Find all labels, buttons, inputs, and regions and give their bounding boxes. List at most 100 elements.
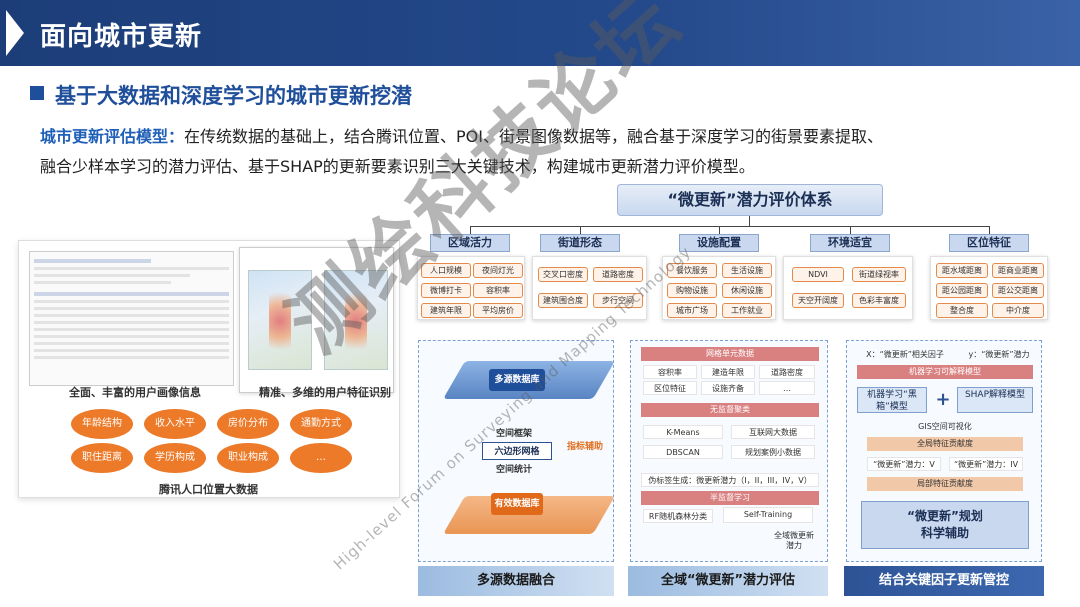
indicator-pill: 工作就业 [722,303,772,318]
semi-supervised-header: 半监督学习 [641,491,819,505]
system-title: “微更新”潜力评价体系 [617,184,883,216]
description-keyword: 城市更新评估模型： [40,127,185,146]
oval-tag: 收入水平 [144,409,206,439]
category-box: 餐饮服务 生活设施 购物设施 休闲设施 城市广场 工作就业 [662,256,776,320]
grid-cell: 容积率 [643,365,697,379]
planning-result-line1: “微更新”规划 [907,509,983,523]
indicator-pill: 城市广场 [667,303,717,318]
blackbox-model: 机器学习“黑箱”模型 [857,387,927,413]
description-line2: 融合少样本学习的潜力评估、基于SHAP的更新要素识别三大关键技术，构建城市更新潜… [40,157,755,176]
side-label: 指标辅助 [566,442,603,452]
feature-caption: 精准、多维的用户特征识别 [259,386,391,399]
potential-v: “微更新”潜力：V [867,457,941,471]
description: 城市更新评估模型：在传统数据的基础上，结合腾讯位置、POI、街景图像数据等，融合… [40,122,1050,182]
fusion-footer: 多源数据融合 [418,566,614,596]
indicator-pill: 生活设施 [722,263,772,278]
indicator-pill: 微博打卡 [421,283,471,298]
result-label: 全域微更新潜力 [774,531,814,550]
indicator-pill: 距水域距离 [936,263,988,278]
category-header: 街道形态 [540,234,620,252]
main-caption: 腾讯人口位置大数据 [159,483,258,496]
indicator-pill: 交叉口密度 [538,267,588,282]
indicator-pill: 建筑围合度 [538,293,588,308]
indicator-pill: 步行空间 [593,293,643,308]
fusion-panel: 多源数据库 空间框架 六边形网格 空间统计 指标辅助 有效数据库 [418,340,615,562]
potential-iv: “微更新”潜力：IV [949,457,1023,471]
hex-grid-box: 六边形网格 [482,442,552,460]
heat-map-image [324,270,388,370]
indicator-pill: 人口规模 [421,263,471,278]
shap-model: SHAP解释模型 [957,387,1033,413]
feature-map-screenshot [239,247,394,393]
gis-label: GIS空间可视化 [918,422,972,431]
category-header: 设施配置 [679,234,759,252]
database-top: 多源数据库 [489,369,545,391]
section-title: 基于大数据和深度学习的城市更新挖潜 [55,84,412,108]
profile-caption: 全面、丰富的用户画像信息 [69,386,201,399]
algo-cell: DBSCAN [643,445,723,459]
indicator-pill: 距商业距离 [992,263,1044,278]
indicator-pill: 天空开阔度 [792,293,844,308]
indicator-pill: 中介度 [992,303,1044,318]
grid-cell: 设施齐备 [701,381,755,395]
indicator-pill: NDVI [792,267,844,282]
page-title: 面向城市更新 [40,22,203,52]
self-training-cell: Self-Training [723,507,813,523]
oval-tag: 通勤方式 [290,409,352,439]
category-box: 人口规模 夜间灯光 微博打卡 容积率 建筑年限 平均房价 [417,256,525,320]
control-footer: 结合关键因子更新管控 [844,566,1044,596]
heat-map-image [248,270,312,370]
grid-cell: 区位特征 [643,381,697,395]
x-label: X：“微更新”相关因子 [866,350,944,359]
category-header: 区位特征 [949,234,1029,252]
plus-icon: + [935,389,951,410]
oval-tag: 职业构成 [217,443,279,473]
planning-result: “微更新”规划 科学辅助 [861,501,1029,549]
category-box: 距水域距离 距商业距离 距公园距离 距公交距离 整合度 中介度 [930,256,1048,320]
spatial-stat-label: 空间统计 [495,465,532,475]
grid-data-header: 网格单元数据 [641,347,819,361]
chevron-icon [6,10,24,56]
spatial-frame-label: 空间框架 [495,429,532,439]
oval-tag: … [290,443,352,473]
algo-cell: K-Means [643,425,723,439]
indicator-pill: 平均房价 [473,303,523,318]
algo-cell: 规划案例小数据 [731,445,815,459]
indicator-pill: 街道绿视率 [852,267,906,282]
evaluation-footer: 全域“微更新”潜力评估 [628,566,828,596]
category-header: 区域活力 [430,234,510,252]
oval-tag: 年龄结构 [71,409,133,439]
indicator-pill: 建筑年限 [421,303,471,318]
square-bullet-icon [30,86,44,100]
category-box: NDVI 街道绿视率 天空开阔度 色彩丰富度 [783,256,913,320]
grid-cell: 道路密度 [759,365,815,379]
category-header: 环境适宜 [810,234,890,252]
tencent-data-panel: 全面、丰富的用户画像信息 精准、多维的用户特征识别 年龄结构 收入水平 房价分布… [18,240,400,498]
y-label: y：“微更新”潜力 [968,350,1030,359]
oval-tag: 房价分布 [217,409,279,439]
indicator-pill: 休闲设施 [722,283,772,298]
category-box: 交叉口密度 道路密度 建筑围合度 步行空间 [532,256,647,320]
pseudo-label: 伪标签生成：微更新潜力（I，II，III，IV，V） [641,473,819,487]
header-bar: 面向城市更新 [0,0,1080,66]
grid-cell: 建造年限 [701,365,755,379]
indicator-pill: 餐饮服务 [667,263,717,278]
global-contrib: 全局特征贡献度 [867,437,1023,451]
planning-result-line2: 科学辅助 [920,526,969,540]
explainable-header: 机器学习可解释模型 [857,365,1033,379]
grid-cell: … [759,381,815,395]
indicator-pill: 购物设施 [667,283,717,298]
profile-screenshot [29,251,234,386]
clustering-header: 无监督聚类 [641,403,819,417]
indicator-pill: 道路密度 [593,267,643,282]
indicator-pill: 距公园距离 [936,283,988,298]
indicator-pill: 夜间灯光 [473,263,523,278]
evaluation-panel: 网格单元数据 容积率 建造年限 道路密度 区位特征 设施齐备 … 无监督聚类 K… [630,340,828,562]
algo-cell: 互联网大数据 [731,425,815,439]
indicator-pill: 距公交距离 [992,283,1044,298]
oval-tag: 职住距离 [71,443,133,473]
indicator-pill: 整合度 [936,303,988,318]
description-line1: 在传统数据的基础上，结合腾讯位置、POI、街景图像数据等，融合基于深度学习的街景… [184,127,883,146]
database-bottom: 有效数据库 [491,493,543,515]
